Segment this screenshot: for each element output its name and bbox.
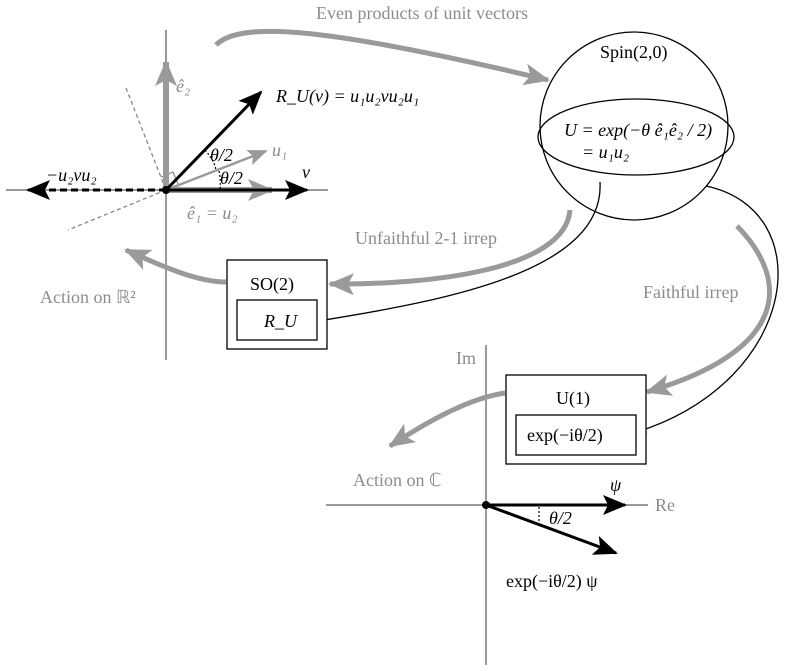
angle-arc-2 xyxy=(218,170,221,191)
unfaithful-black-arrow xyxy=(317,181,601,325)
rv-label: R_U(v) = u₁u₂vu₂u₁ xyxy=(275,86,419,107)
faithful-label: Faithful irrep xyxy=(643,282,738,302)
even-products-label: Even products of unit vectors xyxy=(316,3,528,23)
angle-label-1: θ/2 xyxy=(210,145,233,165)
spin-title: Spin(2,0) xyxy=(600,42,668,63)
u-expression: U = exp(−θ ê₁ê₂ / 2) xyxy=(564,120,712,141)
c-origin xyxy=(482,501,490,509)
unfaithful-label: Unfaithful 2-1 irrep xyxy=(355,228,497,248)
e2-label: ê₂ xyxy=(176,76,190,96)
u1-box: U(1) exp(−iθ/2) xyxy=(505,374,647,465)
so2-box: SO(2) R_U xyxy=(226,259,328,350)
v-label: v xyxy=(302,162,310,182)
spin-group: Spin(2,0) U = exp(−θ ê₁ê₂ / 2) = u₁u₂ xyxy=(537,31,735,221)
im-label: Im xyxy=(456,348,476,368)
u1-inner xyxy=(515,414,637,456)
r2-origin xyxy=(162,186,170,194)
so2-title: SO(2) xyxy=(250,274,294,295)
u-product: = u₁u₂ xyxy=(582,142,629,162)
rotated-psi-vector xyxy=(485,503,618,555)
u1-vector xyxy=(165,149,268,192)
u1-title: U(1) xyxy=(556,388,590,409)
psi-label: ψ xyxy=(610,475,622,495)
faithful-black-arrow xyxy=(636,185,779,435)
unfaithful-gray-arrow xyxy=(328,209,573,296)
angle-arc-1 xyxy=(204,149,217,171)
reflection-line xyxy=(125,87,167,191)
r2-plane: ê₂ R_U(v) = u₁u₂vu₂u₁ u₁ v −u₂vu₂ θ/2 θ/… xyxy=(6,30,419,360)
action-c-label: Action on ℂ xyxy=(353,470,442,490)
rotated-psi-label: exp(−iθ/2) ψ xyxy=(506,571,598,592)
faithful-gray-arrow xyxy=(645,224,772,396)
u1-label: u₁ xyxy=(272,140,287,160)
action-c-arrow xyxy=(388,390,506,449)
action-r2-label: Action on ℝ² xyxy=(40,287,136,307)
rv-vector xyxy=(164,90,263,192)
e1-label: ê₁ = u₂ xyxy=(187,203,238,223)
action-r2-arrow xyxy=(124,247,227,285)
so2-inner-label: R_U xyxy=(263,311,298,331)
u-ellipse xyxy=(537,98,735,176)
re-label: Re xyxy=(655,495,675,515)
spin-circle xyxy=(539,31,729,221)
u1-inner-label: exp(−iθ/2) xyxy=(527,425,603,446)
c-angle-label: θ/2 xyxy=(549,508,572,528)
even-products-arrow xyxy=(214,28,550,86)
so2-inner xyxy=(236,299,318,341)
reflection-line-ext xyxy=(67,189,167,231)
neg-label: −u₂vu₂ xyxy=(46,165,97,185)
angle-label-2: θ/2 xyxy=(220,168,243,188)
